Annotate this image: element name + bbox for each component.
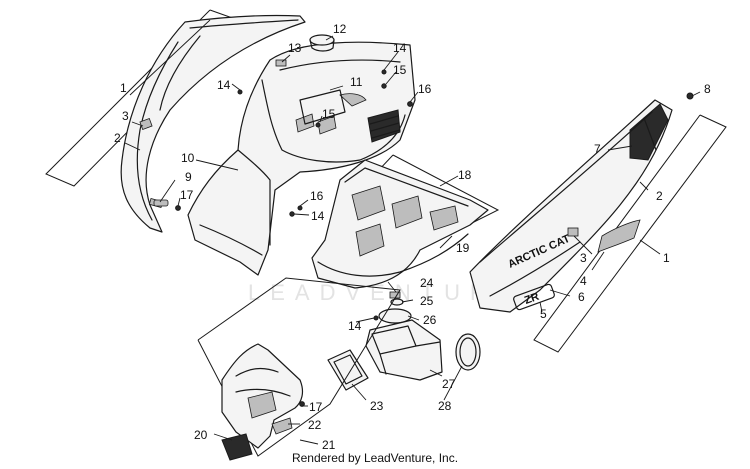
rivet-16-mid	[297, 205, 303, 211]
callout-25: 25	[420, 294, 434, 308]
callout-19: 19	[456, 241, 470, 255]
grommet-12-body	[309, 39, 335, 52]
callout-16-mid: 16	[310, 189, 324, 203]
screw-14-top-right	[381, 69, 387, 75]
air-intake-assembly	[327, 291, 481, 391]
callout-27: 27	[442, 377, 456, 391]
hood-vent-line-3	[371, 129, 401, 139]
callout-24: 24	[420, 276, 434, 290]
callout-2-left: 2	[114, 131, 121, 145]
callout-5: 5	[540, 307, 547, 321]
skid-plate-20	[221, 433, 253, 461]
hood-center-brace	[299, 89, 346, 125]
nose-pan-vent	[247, 391, 277, 419]
watermark: LEADVENTURE	[248, 280, 521, 305]
callout-2-right: 2	[656, 189, 663, 203]
callout-21: 21	[322, 438, 336, 452]
right-panel-lower-edge	[489, 241, 581, 297]
callout-14-lower: 14	[348, 319, 362, 333]
callout-13: 13	[288, 41, 302, 55]
clip-3-right	[567, 227, 579, 237]
callout-7: 7	[594, 142, 601, 156]
clip-part-13	[275, 59, 287, 67]
nose-pan-inner-1	[235, 367, 279, 377]
belly-pan-lower-lip	[317, 233, 469, 277]
callout-3-right: 3	[580, 251, 587, 265]
callout-1-right: 1	[663, 251, 670, 265]
callout-23: 23	[370, 399, 384, 413]
belly-pan-rib-4	[429, 205, 459, 231]
hood-assembly	[187, 41, 416, 276]
hood-inner-contour	[261, 79, 406, 163]
bracket-22	[271, 417, 293, 435]
intake-duct-27	[365, 319, 443, 381]
callout-9: 9	[185, 170, 192, 184]
callout-8: 8	[704, 82, 711, 96]
callout-3-left: 3	[122, 109, 129, 123]
callout-labels: 1 3 2 9 17 10 13 12 14 14 15 11 16 15 16…	[114, 22, 711, 452]
model-decal-5	[513, 283, 555, 311]
belly-pan-rib-1	[351, 185, 386, 221]
belly-pan-rim	[344, 167, 469, 207]
callout-14-mid: 14	[311, 209, 325, 223]
callout-26: 26	[423, 313, 437, 327]
hood-upper-ridge	[279, 59, 401, 71]
callout-22: 22	[308, 418, 322, 432]
hood-scoop	[339, 93, 367, 107]
hood-lower-contour	[199, 224, 263, 256]
left-panel-inner-edge	[136, 41, 179, 221]
left-panel-trim	[159, 35, 201, 111]
callout-10: 10	[181, 151, 195, 165]
hood-louver-2	[317, 115, 337, 135]
callout-17-lower: 17	[309, 400, 323, 414]
hood-vent-line-2	[370, 122, 400, 132]
callout-6: 6	[578, 290, 585, 304]
foam-seal-inner	[333, 354, 363, 385]
render-credit: Rendered by LeadVenture, Inc.	[291, 451, 459, 465]
hood-vent-line-1	[369, 115, 399, 125]
belly-pan-rib-3	[355, 223, 385, 257]
callout-12: 12	[333, 22, 347, 36]
hood-hardware	[153, 34, 413, 217]
side-decal-4	[597, 219, 641, 253]
fastener-17	[175, 205, 181, 211]
screw-14-lower	[373, 315, 379, 321]
nose-pan-inner-2	[235, 388, 291, 397]
grommet-part-12	[309, 34, 335, 46]
clamp-28-inner	[459, 337, 477, 367]
callout-20: 20	[194, 428, 208, 442]
right-side-panel-group: ARCTIC CAT ZR	[469, 92, 727, 353]
intake-duct-seam	[415, 341, 441, 347]
callout-18: 18	[458, 168, 472, 182]
nut-15-top	[381, 83, 387, 89]
callout-16-top: 16	[418, 82, 432, 96]
screw-14-top-left	[237, 89, 243, 95]
stripe-decal-7-line	[643, 117, 657, 151]
left-panel-frame	[45, 9, 239, 187]
callout-15-top: 15	[393, 63, 407, 77]
right-panel-frame	[533, 114, 727, 353]
leader-lines	[124, 19, 701, 445]
rivet-16-top	[407, 101, 413, 107]
right-panel-upper-edge	[479, 111, 653, 263]
callout-1-left: 1	[120, 81, 127, 95]
intake-duct-ridge	[379, 353, 387, 375]
belly-pan-rib-2	[391, 195, 423, 229]
rivet-15-mid	[315, 122, 321, 128]
callout-17-upper: 17	[180, 188, 194, 202]
callout-28: 28	[438, 399, 452, 413]
callout-11: 11	[350, 75, 363, 89]
callout-14-top-left: 14	[217, 78, 231, 92]
rivet-14-mid	[289, 211, 295, 217]
model-decal-text: ZR	[523, 291, 541, 307]
callout-4: 4	[580, 274, 587, 288]
hood-side-contour	[237, 149, 271, 246]
callout-14-top-right: 14	[393, 41, 407, 55]
left-side-panel	[120, 14, 306, 233]
gasket-26	[378, 308, 412, 324]
callout-15-mid: 15	[322, 107, 336, 121]
nose-pan-assembly	[197, 277, 401, 461]
